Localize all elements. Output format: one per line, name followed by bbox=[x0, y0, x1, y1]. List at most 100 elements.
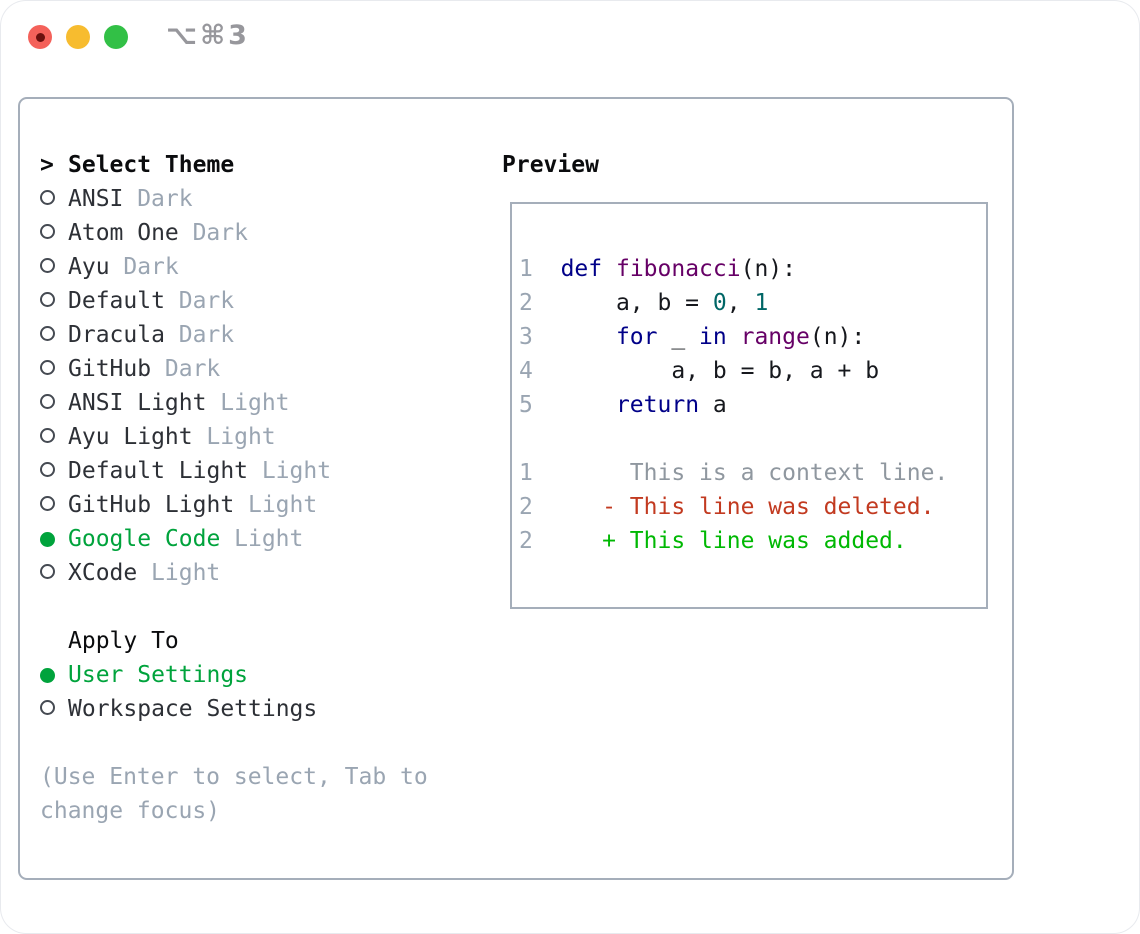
radio-unselected-icon bbox=[40, 496, 55, 511]
radio-selected-icon bbox=[40, 668, 55, 683]
code-token: def bbox=[560, 256, 603, 282]
radio-selected-icon bbox=[40, 522, 68, 556]
radio-unselected-icon bbox=[40, 386, 68, 420]
preview-line: 1 def fibonacci(n): bbox=[519, 252, 986, 286]
line-number: 5 bbox=[519, 392, 533, 418]
radio-unselected-icon bbox=[40, 692, 68, 726]
theme-option-atom-one[interactable]: Atom One Dark bbox=[40, 216, 470, 250]
code-token: fibonacci bbox=[615, 256, 741, 282]
code-token bbox=[602, 256, 616, 282]
theme-option-ansi-light[interactable]: ANSI Light Light bbox=[40, 386, 470, 420]
theme-variant: Dark bbox=[137, 186, 193, 212]
code-token: + This line was added. bbox=[532, 528, 907, 554]
radio-unselected-icon bbox=[40, 360, 55, 375]
theme-name: Default bbox=[68, 288, 165, 314]
maximize-button[interactable] bbox=[104, 25, 128, 49]
code-token: 1 bbox=[754, 290, 769, 316]
radio-unselected-icon bbox=[40, 326, 55, 341]
theme-name: Atom One bbox=[68, 220, 179, 246]
window-title: ⌥⌘3 bbox=[166, 20, 250, 51]
code-token bbox=[533, 256, 561, 282]
code-token bbox=[533, 392, 616, 418]
theme-variant: Dark bbox=[178, 288, 235, 314]
apply-option-user-settings[interactable]: User Settings bbox=[40, 658, 470, 692]
apply-option-workspace-settings[interactable]: Workspace Settings bbox=[40, 692, 470, 726]
theme-name: XCode bbox=[68, 560, 138, 586]
code-token: a, b = b, a + b bbox=[532, 358, 880, 384]
apply-to-header: Apply To bbox=[40, 624, 470, 658]
line-number: 2 bbox=[519, 290, 533, 316]
apply-option-label: User Settings bbox=[68, 662, 249, 688]
spacer bbox=[40, 726, 470, 760]
select-theme-header: >Select Theme bbox=[40, 148, 470, 182]
code-token bbox=[533, 324, 616, 350]
theme-name: ANSI bbox=[68, 186, 124, 212]
radio-unselected-icon bbox=[40, 564, 55, 579]
theme-variant: Dark bbox=[123, 254, 179, 280]
radio-selected-icon bbox=[40, 532, 55, 547]
radio-unselected-icon bbox=[40, 462, 55, 477]
apply-option-label: Workspace Settings bbox=[68, 696, 318, 722]
line-number: 4 bbox=[519, 358, 533, 384]
radio-unselected-icon bbox=[40, 258, 55, 273]
theme-variant: Dark bbox=[192, 220, 248, 246]
preview-line: 3 for _ in range(n): bbox=[519, 320, 986, 354]
radio-unselected-icon bbox=[40, 428, 55, 443]
radio-unselected-icon bbox=[40, 394, 55, 409]
theme-name: Google Code bbox=[68, 526, 221, 552]
preview-line: 2 - This line was deleted. bbox=[519, 490, 986, 524]
radio-unselected-icon bbox=[40, 224, 55, 239]
code-token: for bbox=[615, 324, 658, 350]
line-number: 2 bbox=[519, 494, 533, 520]
preview-line: 2 + This line was added. bbox=[519, 524, 986, 558]
theme-variant: Light bbox=[151, 560, 221, 586]
theme-name: GitHub bbox=[68, 356, 152, 382]
preview-line: 5 return a bbox=[519, 388, 986, 422]
theme-variant: Dark bbox=[178, 322, 235, 348]
theme-option-github[interactable]: GitHub Dark bbox=[40, 352, 470, 386]
theme-option-google-code[interactable]: Google Code Light bbox=[40, 522, 470, 556]
theme-variant: Dark bbox=[164, 356, 221, 382]
radio-unselected-icon bbox=[40, 420, 68, 454]
radio-unselected-icon bbox=[40, 556, 68, 590]
line-number: 1 bbox=[519, 256, 533, 282]
minimize-button[interactable] bbox=[66, 25, 90, 49]
theme-variant: Light bbox=[234, 526, 304, 552]
close-dot-icon bbox=[35, 32, 45, 42]
theme-option-ansi[interactable]: ANSI Dark bbox=[40, 182, 470, 216]
theme-variant: Light bbox=[206, 424, 276, 450]
titlebar[interactable]: ⌥⌘3 bbox=[0, 0, 1140, 72]
radio-unselected-icon bbox=[40, 352, 68, 386]
code-token: range bbox=[740, 324, 810, 350]
spacer bbox=[40, 590, 470, 624]
preview-line: 2 a, b = 0, 1 bbox=[519, 286, 986, 320]
theme-name: Ayu bbox=[68, 254, 110, 280]
theme-option-default[interactable]: Default Dark bbox=[40, 284, 470, 318]
close-button[interactable] bbox=[28, 25, 52, 49]
hint-text: (Use Enter to select, Tab to change focu… bbox=[40, 764, 428, 824]
theme-variant: Light bbox=[220, 390, 290, 416]
theme-option-dracula[interactable]: Dracula Dark bbox=[40, 318, 470, 352]
theme-name: Dracula bbox=[68, 322, 165, 348]
code-token: a bbox=[699, 392, 727, 418]
code-token: 0 bbox=[712, 290, 727, 316]
theme-option-xcode[interactable]: XCode Light bbox=[40, 556, 470, 590]
radio-selected-icon bbox=[40, 658, 68, 692]
preview-line: 1 This is a context line. bbox=[519, 456, 986, 490]
code-token: (n): bbox=[809, 324, 866, 350]
preview-line: 4 a, b = b, a + b bbox=[519, 354, 986, 388]
radio-unselected-icon bbox=[40, 216, 68, 250]
code-token: , bbox=[726, 290, 755, 316]
theme-name: ANSI Light bbox=[68, 390, 207, 416]
theme-option-ayu[interactable]: Ayu Dark bbox=[40, 250, 470, 284]
